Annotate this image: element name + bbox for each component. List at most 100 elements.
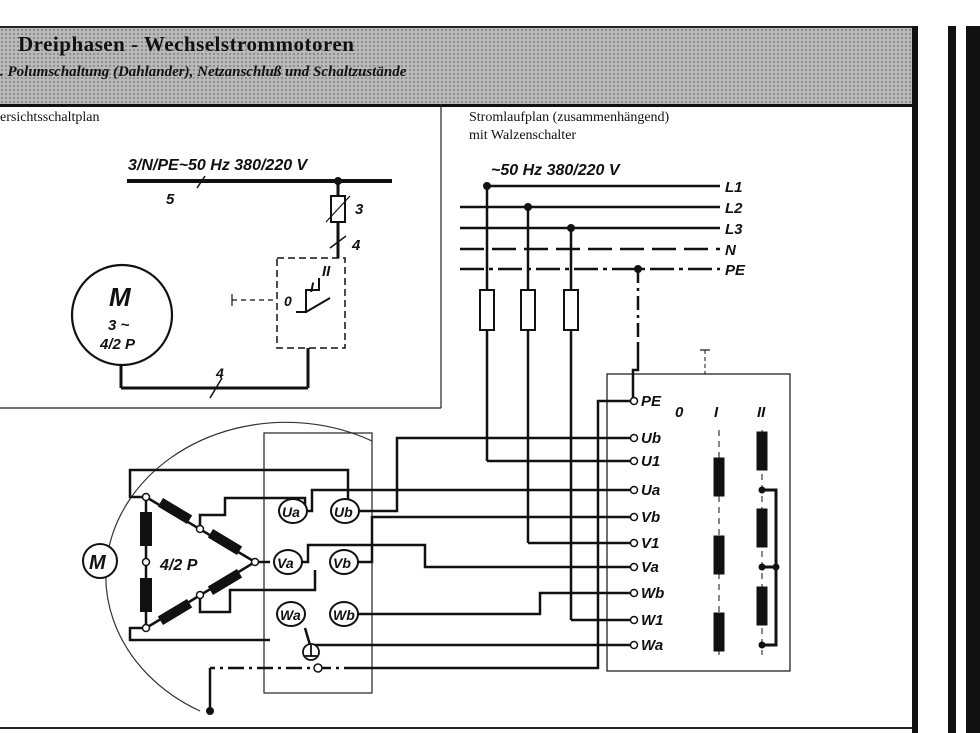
drum-pos-2: II bbox=[757, 404, 766, 421]
terminal-v1 bbox=[629, 538, 639, 548]
overview-caption: ersichtsschaltplan bbox=[0, 110, 100, 125]
line-label-pe: PE bbox=[725, 262, 746, 279]
bridge-node-4 bbox=[758, 641, 766, 649]
motor-feed-tick bbox=[209, 377, 223, 399]
terminal-pe bbox=[629, 396, 639, 406]
wire-ua-outer bbox=[128, 468, 350, 500]
wire-wb-mid bbox=[198, 570, 317, 614]
bridge-node-3 bbox=[772, 563, 780, 571]
bridge-node-1 bbox=[758, 486, 766, 494]
circuit-caption-line2: mit Walzenschalter bbox=[469, 128, 577, 143]
fuse-l1 bbox=[479, 289, 495, 331]
overview-motor-symbol: M bbox=[109, 282, 132, 312]
motor-terminal-label-ua: Ua bbox=[282, 504, 300, 520]
motor-wire-count: 4 bbox=[215, 365, 224, 381]
line-label-l1: L1 bbox=[725, 179, 743, 196]
drum-pos-0: 0 bbox=[675, 404, 684, 421]
coil-top-inner bbox=[207, 528, 243, 556]
line-label-l3: L3 bbox=[725, 221, 743, 238]
terminal-label-pe: PE bbox=[641, 393, 662, 410]
terminal-ub bbox=[629, 433, 639, 443]
wire-wa bbox=[303, 627, 631, 647]
motor-terminal-label-wb: Wb bbox=[333, 607, 355, 623]
circuit-caption-line1: Stromlaufplan (zusammenhängend) bbox=[469, 110, 670, 125]
winding-node-2 bbox=[141, 623, 151, 633]
terminal-label-vb: Vb bbox=[641, 509, 660, 526]
fuse-l3 bbox=[563, 289, 579, 331]
pe-drop bbox=[631, 345, 640, 398]
switch-pos-0: 0 bbox=[284, 293, 292, 309]
terminal-label-ua: Ua bbox=[641, 482, 660, 499]
wire-ub-mid bbox=[198, 496, 307, 529]
overview-plan: 3/N/PE~50 Hz 380/220 V 5 3 4 0 I II 4 M bbox=[70, 157, 392, 399]
motor-terminal-wa bbox=[276, 601, 306, 627]
wire-ub bbox=[359, 436, 631, 513]
wire-ua bbox=[307, 488, 631, 513]
motor-terminal-label-vb: Vb bbox=[333, 555, 351, 571]
switch-pos-1: I bbox=[310, 279, 315, 295]
fuse-number: 3 bbox=[355, 201, 364, 218]
motor-poles: 4/2 P bbox=[159, 557, 198, 574]
motor-symbol: M bbox=[89, 552, 107, 574]
terminal-label-w1: W1 bbox=[641, 612, 664, 629]
pos2-contact-1 bbox=[756, 431, 768, 471]
motor-switch-wiring bbox=[208, 399, 631, 711]
overview-motor-phase: 3 ~ bbox=[108, 317, 130, 334]
bus-tick bbox=[196, 175, 206, 189]
overview-supply-label: 3/N/PE~50 Hz 380/220 V bbox=[128, 157, 309, 174]
pos1-contact-u bbox=[713, 457, 725, 497]
feeder-wire-count: 4 bbox=[351, 237, 361, 254]
page-subtitle: . Polumschaltung (Dahlander), Netzanschl… bbox=[0, 64, 407, 80]
winding-node-6 bbox=[195, 590, 205, 600]
terminal-wb bbox=[629, 588, 639, 598]
winding-node-3 bbox=[250, 557, 260, 567]
terminal-label-wb: Wb bbox=[641, 585, 664, 602]
terminal-label-v1: V1 bbox=[641, 535, 659, 552]
motor-terminal-label-ub: Ub bbox=[334, 504, 353, 520]
coil-bottom-inner bbox=[207, 568, 243, 596]
motor-housing-arc bbox=[105, 421, 373, 712]
pos2-contact-3 bbox=[756, 586, 768, 626]
coil-top-outer bbox=[157, 497, 193, 525]
drum-pos-1: I bbox=[714, 404, 719, 421]
winding-node-1 bbox=[141, 492, 151, 502]
terminal-u1 bbox=[629, 456, 639, 466]
line-label-l2: L2 bbox=[725, 200, 743, 217]
terminal-w1 bbox=[629, 615, 639, 625]
header-band bbox=[0, 26, 915, 107]
motor-terminal-label-wa: Wa bbox=[280, 607, 301, 623]
wire-wa-outer bbox=[128, 626, 270, 642]
circuit-supply-label: ~50 Hz 380/220 V bbox=[491, 162, 621, 179]
switch-lever bbox=[305, 297, 331, 313]
page-edge bbox=[948, 26, 980, 733]
fuse-l2 bbox=[520, 289, 536, 331]
overview-motor bbox=[70, 263, 174, 367]
wire-va-sw bbox=[302, 543, 631, 569]
pe-housing-node bbox=[206, 707, 214, 715]
pos1-contact-w bbox=[713, 612, 725, 652]
page-title: Dreiphasen - Wechselstrommotoren bbox=[18, 32, 355, 56]
coil-left-lower bbox=[140, 578, 152, 612]
drum-switch-frame bbox=[606, 373, 791, 672]
fuse-slash bbox=[325, 195, 351, 223]
pos2-contact-2 bbox=[756, 508, 768, 548]
line-label-n: N bbox=[725, 242, 737, 259]
switch-contact bbox=[296, 278, 320, 313]
drum-switch: 0 I II PE Ub U1 Ua Vb V1 Va Wb bbox=[606, 349, 791, 672]
terminal-va bbox=[629, 562, 639, 572]
wire-wb bbox=[358, 591, 631, 616]
drum-switch-box bbox=[276, 257, 346, 349]
fuse-drops bbox=[479, 186, 640, 622]
terminal-ua bbox=[629, 485, 639, 495]
wire-vb bbox=[358, 515, 631, 564]
pos1-contact-v bbox=[713, 535, 725, 575]
terminal-label-ub: Ub bbox=[641, 430, 661, 447]
switch-pos-2: II bbox=[322, 263, 331, 280]
terminal-label-va: Va bbox=[641, 559, 659, 576]
terminal-label-wa: Wa bbox=[641, 637, 663, 654]
terminal-vb bbox=[629, 512, 639, 522]
motor-winding: M 4/2 P bbox=[82, 421, 373, 712]
winding-node-5 bbox=[195, 524, 205, 534]
